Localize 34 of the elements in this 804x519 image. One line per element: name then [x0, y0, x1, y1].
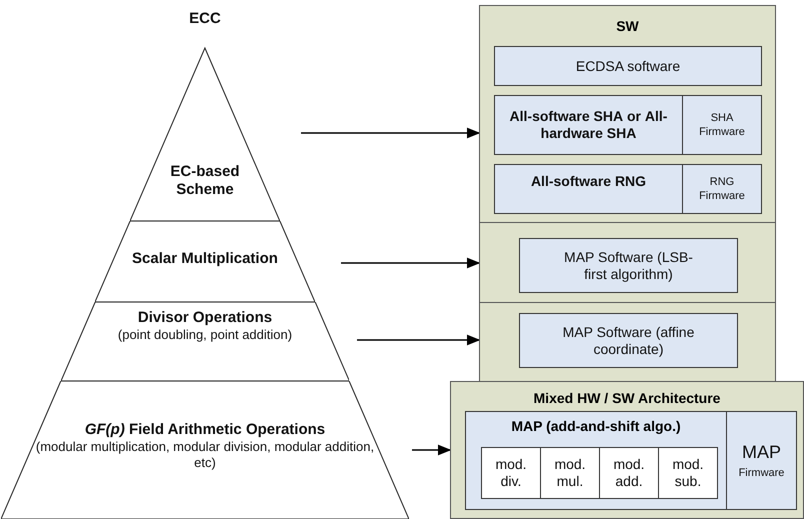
- panel-title: Mixed HW / SW Architecture: [532, 390, 722, 406]
- layer-panel: [450, 381, 804, 519]
- component-box: MAP Software (affine coordinate): [519, 313, 738, 368]
- arrow: [412, 444, 452, 456]
- layer-description: (modular multiplication, modular division, modular addition, etc): [34, 439, 376, 471]
- layer-title: Scalar Multiplication: [132, 250, 278, 268]
- layer-title: GF(p) Field Arithmetic Operations: [84, 421, 326, 439]
- component-box: mod. div.: [481, 447, 541, 499]
- layer-panel: [479, 302, 776, 382]
- component-box: ECDSA software: [494, 46, 762, 86]
- pyramid-layer: [95, 221, 315, 302]
- component-box: RNG Firmware: [682, 164, 762, 214]
- module-box: [465, 411, 727, 510]
- layer-panel: [479, 222, 776, 303]
- component-box: mod. mul.: [540, 447, 600, 499]
- pyramid-layer: [130, 10, 280, 221]
- panel-title: MAP (add-and-shift algo.): [510, 418, 682, 434]
- component-box: MAP Software (LSB-first algorithm): [519, 238, 738, 293]
- arrow: [341, 258, 480, 268]
- component-box: MAP Firmware: [726, 411, 797, 510]
- pyramid-title: ECC: [188, 10, 222, 28]
- panel-title: SW: [615, 18, 640, 34]
- component-box: SHA Firmware: [682, 95, 762, 155]
- component-box: mod. add.: [599, 447, 659, 499]
- layer-description: (point doubling, point addition): [118, 327, 292, 343]
- pyramid-layer: [60, 302, 350, 381]
- layer-title: Divisor Operations: [138, 309, 272, 327]
- layer-title: EC-based Scheme: [169, 163, 241, 199]
- layer-panel: [479, 5, 776, 223]
- component-box: All-software SHA or All-hardware SHA: [494, 95, 683, 155]
- component-box: All-software RNG: [494, 164, 683, 214]
- arrow: [357, 334, 480, 346]
- component-box: mod. sub.: [658, 447, 718, 499]
- arrow: [301, 128, 480, 138]
